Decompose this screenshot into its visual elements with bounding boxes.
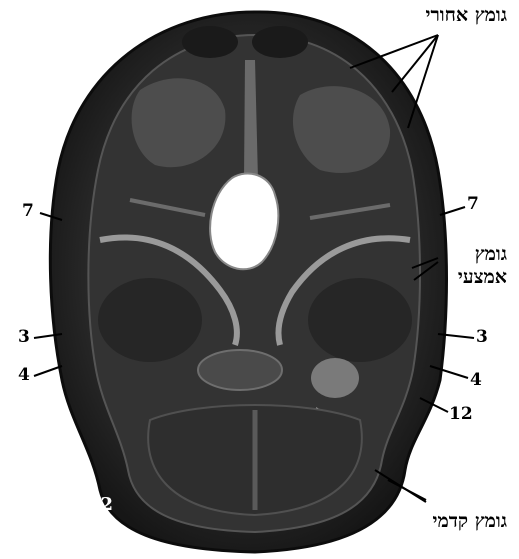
occipital-hump-right <box>252 26 308 58</box>
label-posterior-fossa: גומץ אחורי <box>425 6 507 26</box>
middle-fossa-right <box>308 278 412 362</box>
label-num-4-right: 4 <box>470 372 482 389</box>
middle-fossa-left <box>98 278 202 362</box>
label-num-3-left: 3 <box>18 329 30 346</box>
label-middle-fossa-2: אמצעי <box>458 268 507 288</box>
sella-turcica <box>198 350 282 390</box>
label-num-12-left: 12 <box>88 496 113 514</box>
label-num-3-right: 3 <box>476 329 488 346</box>
label-anterior-fossa: גומץ קדמי <box>433 512 507 532</box>
pointer-4-left <box>34 366 62 376</box>
middle-fossa-highlight <box>311 358 359 398</box>
occipital-hump-left <box>182 26 238 58</box>
label-num-4-left: 4 <box>18 367 30 384</box>
label-num-7-right: 7 <box>467 196 479 213</box>
pointer-posterior-3 <box>408 35 438 128</box>
label-middle-fossa-1: גומץ <box>475 245 507 265</box>
label-num-1: 1 <box>231 213 244 231</box>
label-num-7-left: 7 <box>22 203 34 220</box>
label-num-12-right: 12 <box>449 406 473 423</box>
